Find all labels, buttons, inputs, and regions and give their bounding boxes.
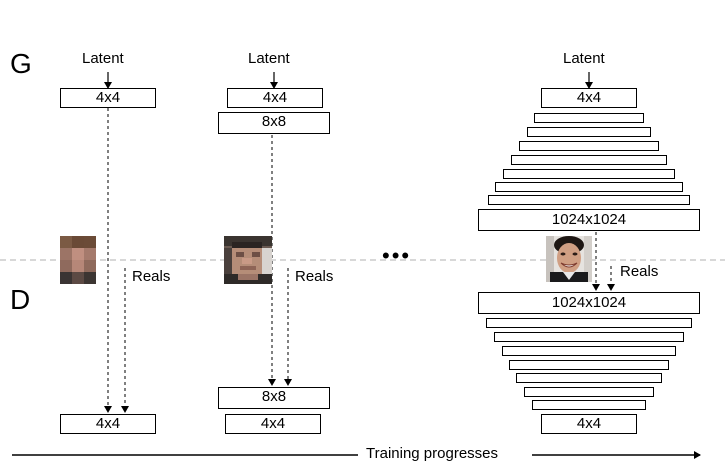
final-generator-block	[519, 141, 659, 151]
face-photo-1024x1024-image	[546, 236, 592, 282]
ellipsis-dots: •••	[382, 243, 412, 268]
latent-label-stage-1: Latent	[82, 50, 124, 67]
final-generator-block	[495, 182, 683, 192]
pixelated-face-8x8-image	[224, 236, 272, 284]
final-generator-block	[534, 113, 644, 123]
stage-2-discriminator-block-8x8: 8x8	[218, 387, 330, 409]
final-discriminator-block-4x4: 4x4	[541, 414, 637, 434]
final-generator-block	[511, 155, 667, 165]
final-discriminator-block-1024x1024: 1024x1024	[478, 292, 700, 314]
final-discriminator-block	[516, 373, 662, 383]
final-generator-block	[503, 169, 675, 179]
latent-label-stage-final: Latent	[563, 50, 605, 67]
final-generator-block	[488, 195, 690, 205]
stage-1-discriminator-block-4x4: 4x4	[60, 414, 156, 434]
blurry-face-4x4-image	[60, 236, 96, 284]
generator-label: G	[10, 48, 32, 79]
discriminator-label: D	[10, 284, 31, 315]
stage-1-generator-block-4x4: 4x4	[60, 88, 156, 108]
final-discriminator-block	[502, 346, 676, 356]
reals-label-stage-final: Reals	[620, 263, 659, 280]
final-generator-block-1024x1024: 1024x1024	[478, 209, 700, 231]
reals-label-stage-2: Reals	[295, 268, 334, 285]
final-discriminator-block	[486, 318, 692, 328]
latent-label-stage-2: Latent	[248, 50, 290, 67]
stage-2-generator-block-4x4: 4x4	[227, 88, 323, 108]
final-discriminator-block	[494, 332, 684, 342]
stage-2-generator-block-8x8: 8x8	[218, 112, 330, 134]
stage-2-discriminator-block-4x4: 4x4	[225, 414, 321, 434]
final-discriminator-block	[524, 387, 654, 397]
final-generator-block	[527, 127, 651, 137]
final-discriminator-block	[532, 400, 646, 410]
reals-label-stage-1: Reals	[132, 268, 171, 285]
training-progresses-label: Training progresses	[366, 445, 499, 462]
final-discriminator-block	[509, 360, 669, 370]
final-generator-block-4x4: 4x4	[541, 88, 637, 108]
